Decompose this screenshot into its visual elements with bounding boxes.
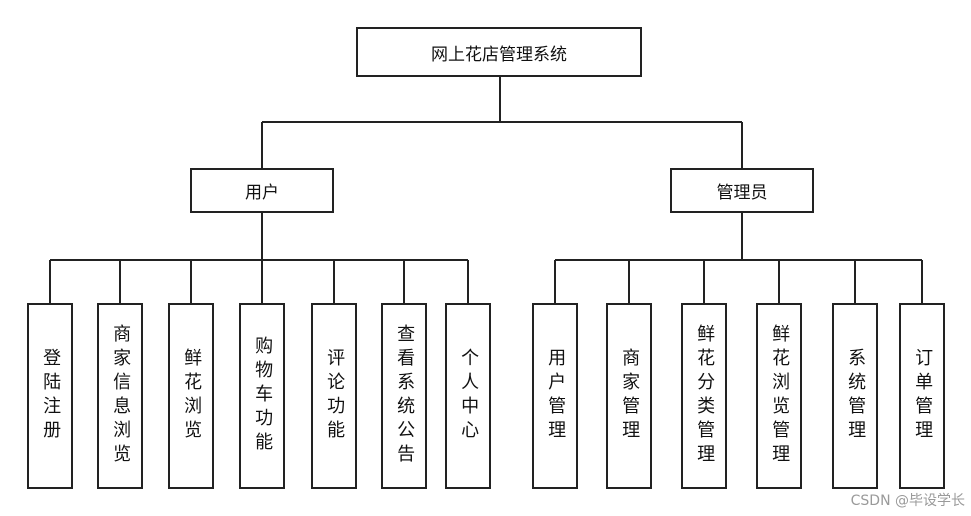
admin-child-node: 订单管理 bbox=[899, 303, 945, 489]
root-node: 网上花店管理系统 bbox=[356, 27, 642, 77]
admin-child-node: 系统管理 bbox=[832, 303, 878, 489]
root-label: 网上花店管理系统 bbox=[431, 44, 567, 65]
admin-child-label: 鲜花浏览管理 bbox=[769, 324, 791, 468]
user-child-node: 查看系统公告 bbox=[381, 303, 427, 489]
user-child-node: 鲜花浏览 bbox=[168, 303, 214, 489]
user-child-label: 查看系统公告 bbox=[394, 324, 416, 468]
admin-child-node: 用户管理 bbox=[532, 303, 578, 489]
watermark: CSDN @毕设学长 bbox=[850, 493, 965, 509]
branch-user-node: 用户 bbox=[190, 168, 334, 213]
admin-child-node: 商家管理 bbox=[606, 303, 652, 489]
branch-admin-node: 管理员 bbox=[670, 168, 814, 213]
admin-child-label: 系统管理 bbox=[845, 348, 867, 444]
admin-child-label: 用户管理 bbox=[545, 348, 567, 444]
admin-child-node: 鲜花分类管理 bbox=[681, 303, 727, 489]
user-child-label: 商家信息浏览 bbox=[110, 324, 132, 468]
user-child-node: 个人中心 bbox=[445, 303, 491, 489]
user-child-label: 登陆注册 bbox=[40, 348, 62, 444]
admin-child-label: 商家管理 bbox=[619, 348, 641, 444]
branch-admin-label: 管理员 bbox=[716, 183, 768, 203]
user-child-label: 鲜花浏览 bbox=[181, 348, 203, 444]
user-child-node: 商家信息浏览 bbox=[97, 303, 143, 489]
user-child-node: 登陆注册 bbox=[27, 303, 73, 489]
user-child-label: 购物车功能 bbox=[252, 336, 274, 456]
user-child-label: 评论功能 bbox=[324, 348, 346, 444]
admin-child-label: 订单管理 bbox=[912, 348, 934, 444]
admin-child-label: 鲜花分类管理 bbox=[694, 324, 716, 468]
user-child-node: 评论功能 bbox=[311, 303, 357, 489]
user-child-label: 个人中心 bbox=[458, 348, 480, 444]
branch-user-label: 用户 bbox=[245, 183, 279, 203]
admin-child-node: 鲜花浏览管理 bbox=[756, 303, 802, 489]
user-child-node: 购物车功能 bbox=[239, 303, 285, 489]
